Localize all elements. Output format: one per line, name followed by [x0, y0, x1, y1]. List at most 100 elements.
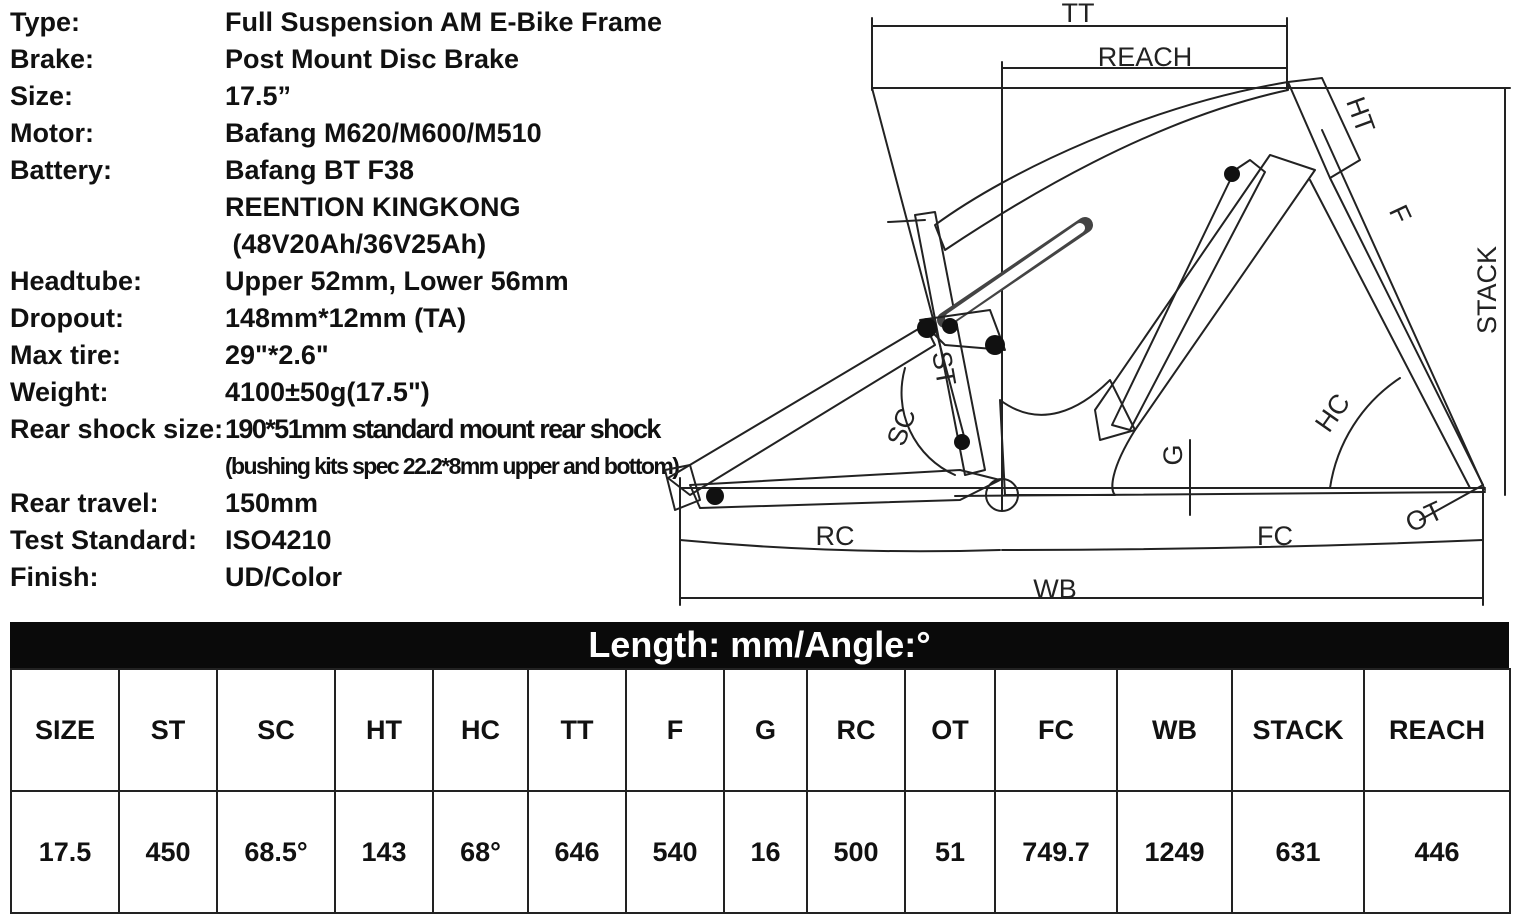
- column-header: HC: [432, 668, 529, 792]
- down-tube: [1094, 154, 1316, 441]
- column-header: SIZE: [10, 668, 120, 792]
- table-cell: 68.5°: [216, 790, 336, 914]
- table-title: Length: mm/Angle:°: [10, 622, 1509, 668]
- spec-row-rear-shock: Rear shock size: 190*51mm standard mount…: [10, 411, 670, 448]
- pivot-dot: [1224, 166, 1240, 182]
- spec-label: Test Standard:: [10, 525, 198, 555]
- column-header: SC: [216, 668, 336, 792]
- column-header: OT: [904, 668, 996, 792]
- spec-value: 148mm*12mm (TA): [225, 303, 467, 333]
- fork-leg-front: [1329, 177, 1484, 486]
- spec-label: Finish:: [10, 562, 99, 592]
- spec-value: 29"*2.6": [225, 340, 329, 370]
- spec-label: Weight:: [10, 377, 109, 407]
- spec-row-battery: Battery: Bafang BT F38: [10, 152, 670, 189]
- pivot-dot: [917, 318, 937, 338]
- spec-value: 17.5”: [225, 81, 292, 111]
- spec-label: Rear travel:: [10, 488, 159, 518]
- bb-line: [954, 491, 1486, 497]
- table-cell: 450: [118, 790, 218, 914]
- label-st: ST: [926, 349, 962, 388]
- column-header: F: [625, 668, 725, 792]
- spec-row-rear-travel: Rear travel: 150mm: [10, 485, 670, 522]
- spec-row-brake: Brake: Post Mount Disc Brake: [10, 41, 670, 78]
- seat-tube: [914, 211, 986, 476]
- rear-dropout: [664, 464, 701, 511]
- label-tt: TT: [1062, 0, 1095, 28]
- spec-value: Bafang BT F38: [225, 155, 415, 185]
- spec-row-rear-shock-2: (bushing kits spec 22.2*8mm upper and bo…: [10, 448, 680, 485]
- spec-value: 4100±50g(17.5"): [225, 377, 430, 407]
- column-header: RC: [806, 668, 906, 792]
- table-cell: 17.5: [10, 790, 120, 914]
- top-tube: [934, 81, 1289, 251]
- label-wb: WB: [1033, 574, 1077, 604]
- head-tube: [1287, 77, 1361, 179]
- table-cell: 51: [904, 790, 996, 914]
- spec-value: Full Suspension AM E-Bike Frame: [225, 7, 663, 37]
- table-cell: 631: [1231, 790, 1365, 914]
- spec-row-dropout: Dropout: 148mm*12mm (TA): [10, 300, 670, 337]
- label-rc: RC: [816, 521, 855, 551]
- table-cell: 1249: [1116, 790, 1233, 914]
- spec-value: 150mm: [225, 488, 319, 518]
- sc-arc: [900, 367, 956, 476]
- ot-offset-line: [1419, 484, 1484, 521]
- frame-geometry-diagram: TT REACH HT F STACK HC ST SC G RC FC OT …: [660, 0, 1521, 615]
- fc-dimension-line: [1001, 539, 1484, 551]
- table-row: 17.5 450 68.5° 143 68° 646 540 16 500 51…: [10, 790, 1511, 914]
- table-cell: 68°: [432, 790, 529, 914]
- column-header: HT: [334, 668, 434, 792]
- geometry-grid: SIZE ST SC HT HC TT F G RC OT FC WB STAC…: [10, 668, 1511, 914]
- spec-row-max-tire: Max tire: 29"*2.6": [10, 337, 670, 374]
- table-cell: 500: [806, 790, 906, 914]
- table-cell: 143: [334, 790, 434, 914]
- table-cell: 646: [527, 790, 627, 914]
- spec-label: Headtube:: [10, 266, 143, 296]
- hc-arc: [1329, 377, 1401, 489]
- column-header: REACH: [1363, 668, 1511, 792]
- battery-slot: [1111, 159, 1266, 431]
- label-stack: STACK: [1472, 246, 1502, 334]
- pivot-dot: [985, 335, 1005, 355]
- column-header: G: [723, 668, 808, 792]
- spec-row-motor: Motor: Bafang M620/M600/M510: [10, 115, 670, 152]
- spec-value: REENTION KINGKONG: [225, 192, 521, 222]
- spec-value: UD/Color: [225, 562, 342, 592]
- spec-value: (bushing kits spec 22.2*8mm upper and bo…: [225, 453, 680, 479]
- pivot-dot: [942, 318, 958, 334]
- column-header: ST: [118, 668, 218, 792]
- rear-shock-inner: [945, 223, 1085, 323]
- column-header: STACK: [1231, 668, 1365, 792]
- table-cell: 16: [723, 790, 808, 914]
- spec-value: Upper 52mm, Lower 56mm: [225, 266, 569, 296]
- spec-row-size: Size: 17.5”: [10, 78, 670, 115]
- spec-label: Rear shock size:: [10, 414, 224, 444]
- table-cell: 540: [625, 790, 725, 914]
- rc-dimension-line: [679, 539, 1001, 553]
- table-cell: 749.7: [994, 790, 1118, 914]
- label-f: F: [1383, 200, 1417, 228]
- spec-label: Max tire:: [10, 340, 122, 370]
- label-g: G: [1158, 444, 1188, 465]
- spec-row-weight: Weight: 4100±50g(17.5"): [10, 374, 670, 411]
- spec-label: Battery:: [10, 155, 113, 185]
- label-fc: FC: [1257, 521, 1293, 551]
- spec-value: Bafang M620/M600/M510: [225, 118, 542, 148]
- spec-row-type: Type: Full Suspension AM E-Bike Frame: [10, 4, 670, 41]
- spec-label: Dropout:: [10, 303, 124, 333]
- seat-stay: [667, 324, 936, 496]
- pivot-dot: [706, 487, 724, 505]
- label-ot: OT: [1401, 495, 1448, 538]
- spec-value: 190*51mm standard mount rear shock: [225, 414, 661, 444]
- spec-label: Motor:: [10, 118, 94, 148]
- table-header-row: SIZE ST SC HT HC TT F G RC OT FC WB STAC…: [10, 668, 1511, 792]
- rocker-link: [919, 309, 1006, 351]
- fork-leg-rear: [1309, 179, 1471, 489]
- spec-row-battery-3: (48V20Ah/36V25Ah): [10, 226, 670, 263]
- seat-angle-line: [871, 87, 966, 441]
- pivot-dot: [954, 434, 970, 450]
- geometry-table: Length: mm/Angle:° SIZE ST SC HT HC TT F…: [10, 622, 1511, 914]
- spec-row-headtube: Headtube: Upper 52mm, Lower 56mm: [10, 263, 670, 300]
- table-cell: 446: [1363, 790, 1511, 914]
